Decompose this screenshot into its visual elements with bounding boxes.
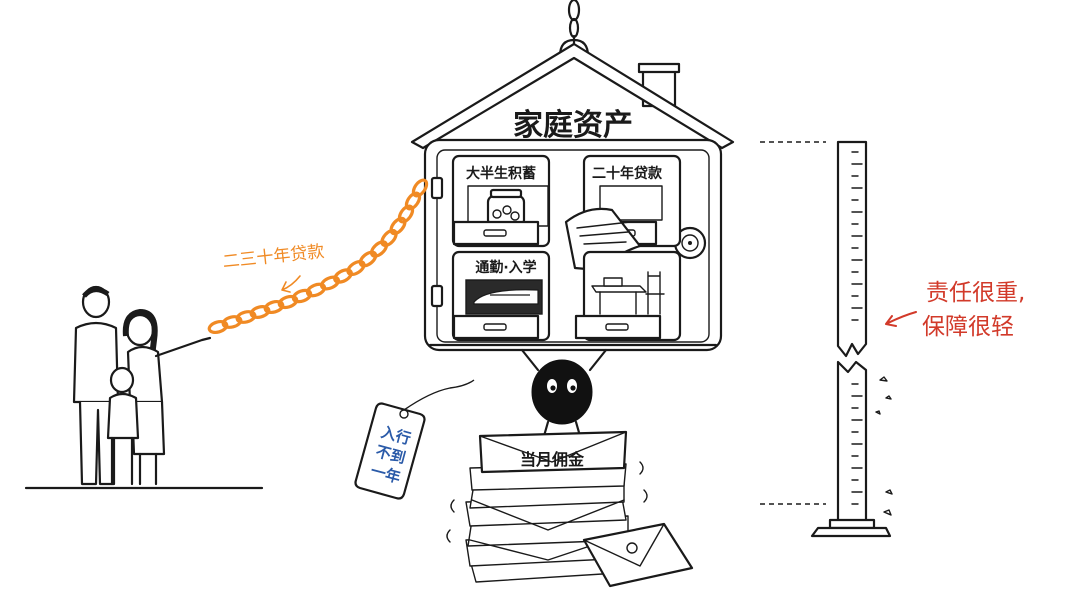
black-creature	[520, 348, 608, 440]
orange-chain	[207, 178, 429, 335]
child-figure	[106, 366, 140, 486]
chain-label-arrow	[281, 275, 301, 293]
drawer-savings	[451, 154, 551, 248]
chain-label: 二三十年贷款	[222, 242, 326, 273]
drawer-school	[574, 250, 682, 342]
drawer-commute	[451, 250, 551, 342]
annotation-line-2: 保障很轻	[922, 314, 1014, 340]
house-title: 家庭资产	[513, 108, 633, 143]
drawer-loan-label: 二十年贷款	[592, 165, 663, 182]
mother-figure	[122, 308, 212, 486]
envelope-label: 当月佣金	[520, 450, 585, 469]
envelope-stack	[446, 430, 694, 588]
hang-tag	[354, 379, 475, 500]
annotation-line-1: 责任很重,	[926, 280, 1025, 306]
hanging-chain	[558, 0, 590, 58]
annotation-arrow	[885, 311, 917, 327]
drawer-commute-label: 通勤·入学	[475, 259, 536, 276]
measuring-pole	[760, 140, 893, 538]
family	[72, 285, 212, 486]
drawer-savings-label: 大半生积蓄	[466, 165, 536, 182]
